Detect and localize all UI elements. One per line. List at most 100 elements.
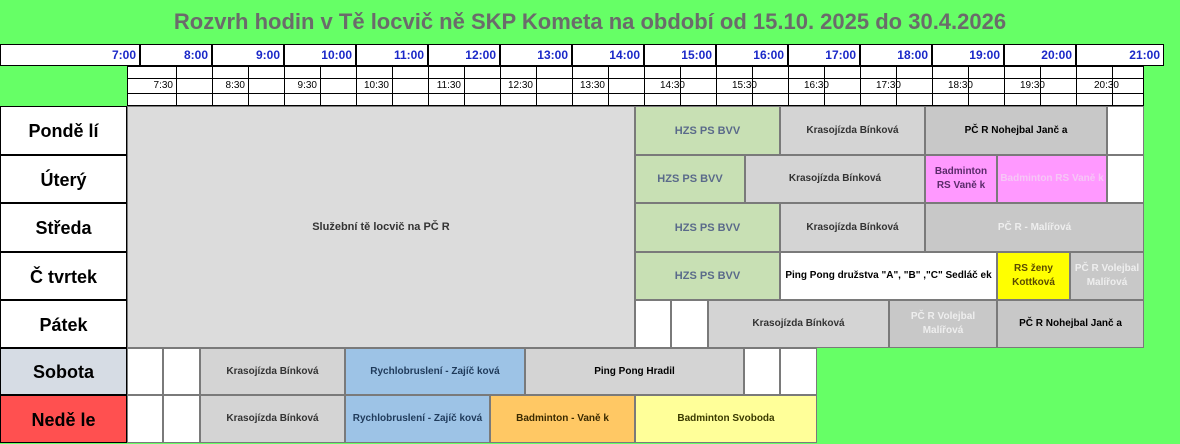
empty-slot	[671, 300, 708, 348]
half-hour-label: 17:30	[875, 80, 901, 91]
header-tick	[1040, 66, 1041, 106]
empty-slot	[163, 348, 200, 395]
header-tick	[176, 66, 177, 106]
empty-slot	[1107, 106, 1144, 155]
day-label-wednesday: Středa	[0, 203, 127, 252]
hour-label: 11:00	[356, 44, 428, 66]
hour-label: 18:00	[860, 44, 932, 66]
schedule-block-krasojizda: Krasojízda Bínková	[780, 203, 925, 252]
empty-slot	[127, 348, 163, 395]
half-hour-label: 12:30	[507, 80, 533, 91]
header-tick	[608, 66, 609, 106]
schedule-block-pingpong: Ping Pong Hradil	[525, 348, 744, 395]
day-label-thursday: Č tvrtek	[0, 252, 127, 300]
half-hour-label: 20:30	[1093, 80, 1119, 91]
hour-label: 13:00	[500, 44, 572, 66]
schedule-block-hzs: HZS PS BVV	[635, 155, 745, 203]
day-label-tuesday: Úterý	[0, 155, 127, 203]
day-label-sunday: Nedě le	[0, 395, 127, 443]
header-tick	[788, 66, 789, 106]
schedule-block-service: Služební tě locvič na PČ R	[127, 106, 635, 348]
schedule-block-hzs: HZS PS BVV	[635, 203, 780, 252]
schedule-block-pcr-volejbal: PČ R Volejbal Malířová	[889, 300, 997, 348]
schedule-block-hzs: HZS PS BVV	[635, 106, 780, 155]
half-hour-label: 11:30	[436, 80, 461, 91]
hour-label: 10:00	[284, 44, 356, 66]
header-tick	[860, 66, 861, 106]
header-tick	[500, 66, 501, 106]
header-tick	[1076, 66, 1077, 106]
empty-slot	[1107, 155, 1144, 203]
hour-label: 12:00	[428, 44, 500, 66]
schedule-block-badminton-vanek: Badminton - Vaně k	[490, 395, 635, 443]
header-divider	[127, 78, 1144, 79]
hour-label: 19:00	[932, 44, 1004, 66]
half-hour-label: 16:30	[803, 80, 829, 91]
half-hour-label: 18:30	[947, 80, 973, 91]
schedule-block-krasojizda: Krasojízda Bínková	[745, 155, 925, 203]
hour-label: 16:00	[716, 44, 788, 66]
empty-slot	[163, 395, 200, 443]
schedule-block-rs-zeny: RS ženy Kottková	[997, 252, 1070, 300]
header-tick	[896, 66, 897, 106]
schedule-block-pcr-volejbal: PČ R Volejbal Malířová	[1070, 252, 1144, 300]
header-tick	[932, 66, 933, 106]
half-hour-header	[127, 66, 1144, 106]
half-hour-label: 10:30	[363, 80, 389, 91]
schedule-block-badminton: Badminton RS Vaně k	[997, 155, 1107, 203]
header-tick	[320, 66, 321, 106]
header-tick	[752, 66, 753, 106]
empty-slot	[780, 348, 817, 395]
header-tick	[464, 66, 465, 106]
header-tick	[968, 66, 969, 106]
schedule-block-krasojizda: Krasojízda Bínková	[708, 300, 889, 348]
header-tick	[680, 66, 681, 106]
half-hour-label: 15:30	[731, 80, 757, 91]
schedule-block-badminton-svoboda: Badminton Svoboda	[635, 395, 817, 443]
hour-label: 15:00	[644, 44, 716, 66]
schedule-block-krasojizda: Krasojízda Bínková	[200, 395, 345, 443]
header-divider	[127, 93, 1144, 94]
header-tick	[284, 66, 285, 106]
page-title: Rozvrh hodin v Tě locvič ně SKP Kometa n…	[173, 9, 1007, 34]
header-tick	[428, 66, 429, 106]
schedule-block-badminton: Badminton RS Vaně k	[925, 155, 997, 203]
schedule-block-krasojizda: Krasojízda Bínková	[200, 348, 345, 395]
half-hour-label: 8:30	[225, 80, 245, 91]
half-hour-label: 19:30	[1019, 80, 1045, 91]
half-hour-label: 9:30	[297, 80, 317, 91]
hour-label: 9:00	[212, 44, 284, 66]
header-tick	[572, 66, 573, 106]
header-tick	[212, 66, 213, 106]
hour-label: 17:00	[788, 44, 860, 66]
half-hour-label: 13:30	[579, 80, 605, 91]
empty-slot	[127, 395, 163, 443]
header-tick	[392, 66, 393, 106]
schedule-block-nohejbal: PČ R Nohejbal Janč a	[997, 300, 1144, 348]
schedule-block-rychlobrusleni: Rychlobruslení - Zajíč ková	[345, 348, 525, 395]
header-tick	[1004, 66, 1005, 106]
schedule-block-hzs: HZS PS BVV	[635, 252, 780, 300]
header-tick	[536, 66, 537, 106]
schedule-block-pingpong: Ping Pong družstva "A", "B" ,"C" Sedláč …	[780, 252, 997, 300]
half-hour-label: 7:30	[153, 80, 173, 91]
header-tick	[248, 66, 249, 106]
schedule-block-nohejbal: PČ R Nohejbal Janč a	[925, 106, 1107, 155]
header-tick	[824, 66, 825, 106]
header-tick	[644, 66, 645, 106]
schedule-block-rychlobrusleni: Rychlobruslení - Zajíč ková	[345, 395, 490, 443]
day-label-monday: Pondě lí	[0, 106, 127, 155]
header-tick	[356, 66, 357, 106]
header-tick	[1112, 66, 1113, 106]
hour-label: 20:00	[1004, 44, 1076, 66]
hour-label: 21:00	[1076, 44, 1164, 66]
hour-label: 8:00	[140, 44, 212, 66]
empty-slot	[744, 348, 780, 395]
hour-label: 7:00	[0, 44, 140, 66]
schedule-block-krasojizda: Krasojízda Bínková	[780, 106, 925, 155]
half-hour-label: 14:30	[659, 80, 685, 91]
empty-slot	[635, 300, 671, 348]
hour-label: 14:00	[572, 44, 644, 66]
schedule-block-pcr-malirova: PČ R - Malířová	[925, 203, 1144, 252]
day-label-friday: Pátek	[0, 300, 127, 348]
